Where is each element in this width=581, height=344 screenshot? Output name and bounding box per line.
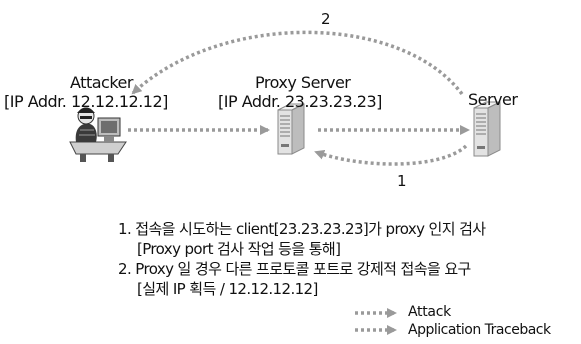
arrow-label-2: 2 (321, 10, 331, 28)
step-1: 1. 접속을 시도하는 client[23.23.23.23]가 proxy 인… (118, 220, 486, 238)
server-label: Server (468, 90, 518, 109)
step-1-detail: [Proxy port 검사 작업 등을 통해] (137, 240, 341, 258)
proxy-server-icon (277, 103, 305, 155)
step-2-detail: [실제 IP 획득 / 12.12.12.12] (137, 280, 318, 298)
step-2: 2. Proxy 일 경우 다른 프로토콜 포트로 강제적 접속을 요구 (118, 260, 471, 278)
legend-traceback-label: Application Traceback (408, 322, 551, 338)
legend-attack-label: Attack (408, 304, 451, 320)
arrow-label-1: 1 (397, 172, 407, 190)
proxy-ip-label: [IP Addr. 23.23.23.23] (218, 92, 382, 111)
attacker-label: Attacker (70, 73, 133, 92)
traceback-arrow-2 (131, 30, 464, 96)
attacker-icon (69, 107, 127, 162)
attacker-ip-label: [IP Addr. 12.12.12.12] (4, 92, 168, 111)
traceback-arrow-1 (314, 144, 468, 166)
server-icon (473, 101, 501, 157)
step-list: 1. 접속을 시도하는 client[23.23.23.23]가 proxy 인… (118, 219, 486, 299)
proxy-label: Proxy Server (255, 73, 351, 92)
